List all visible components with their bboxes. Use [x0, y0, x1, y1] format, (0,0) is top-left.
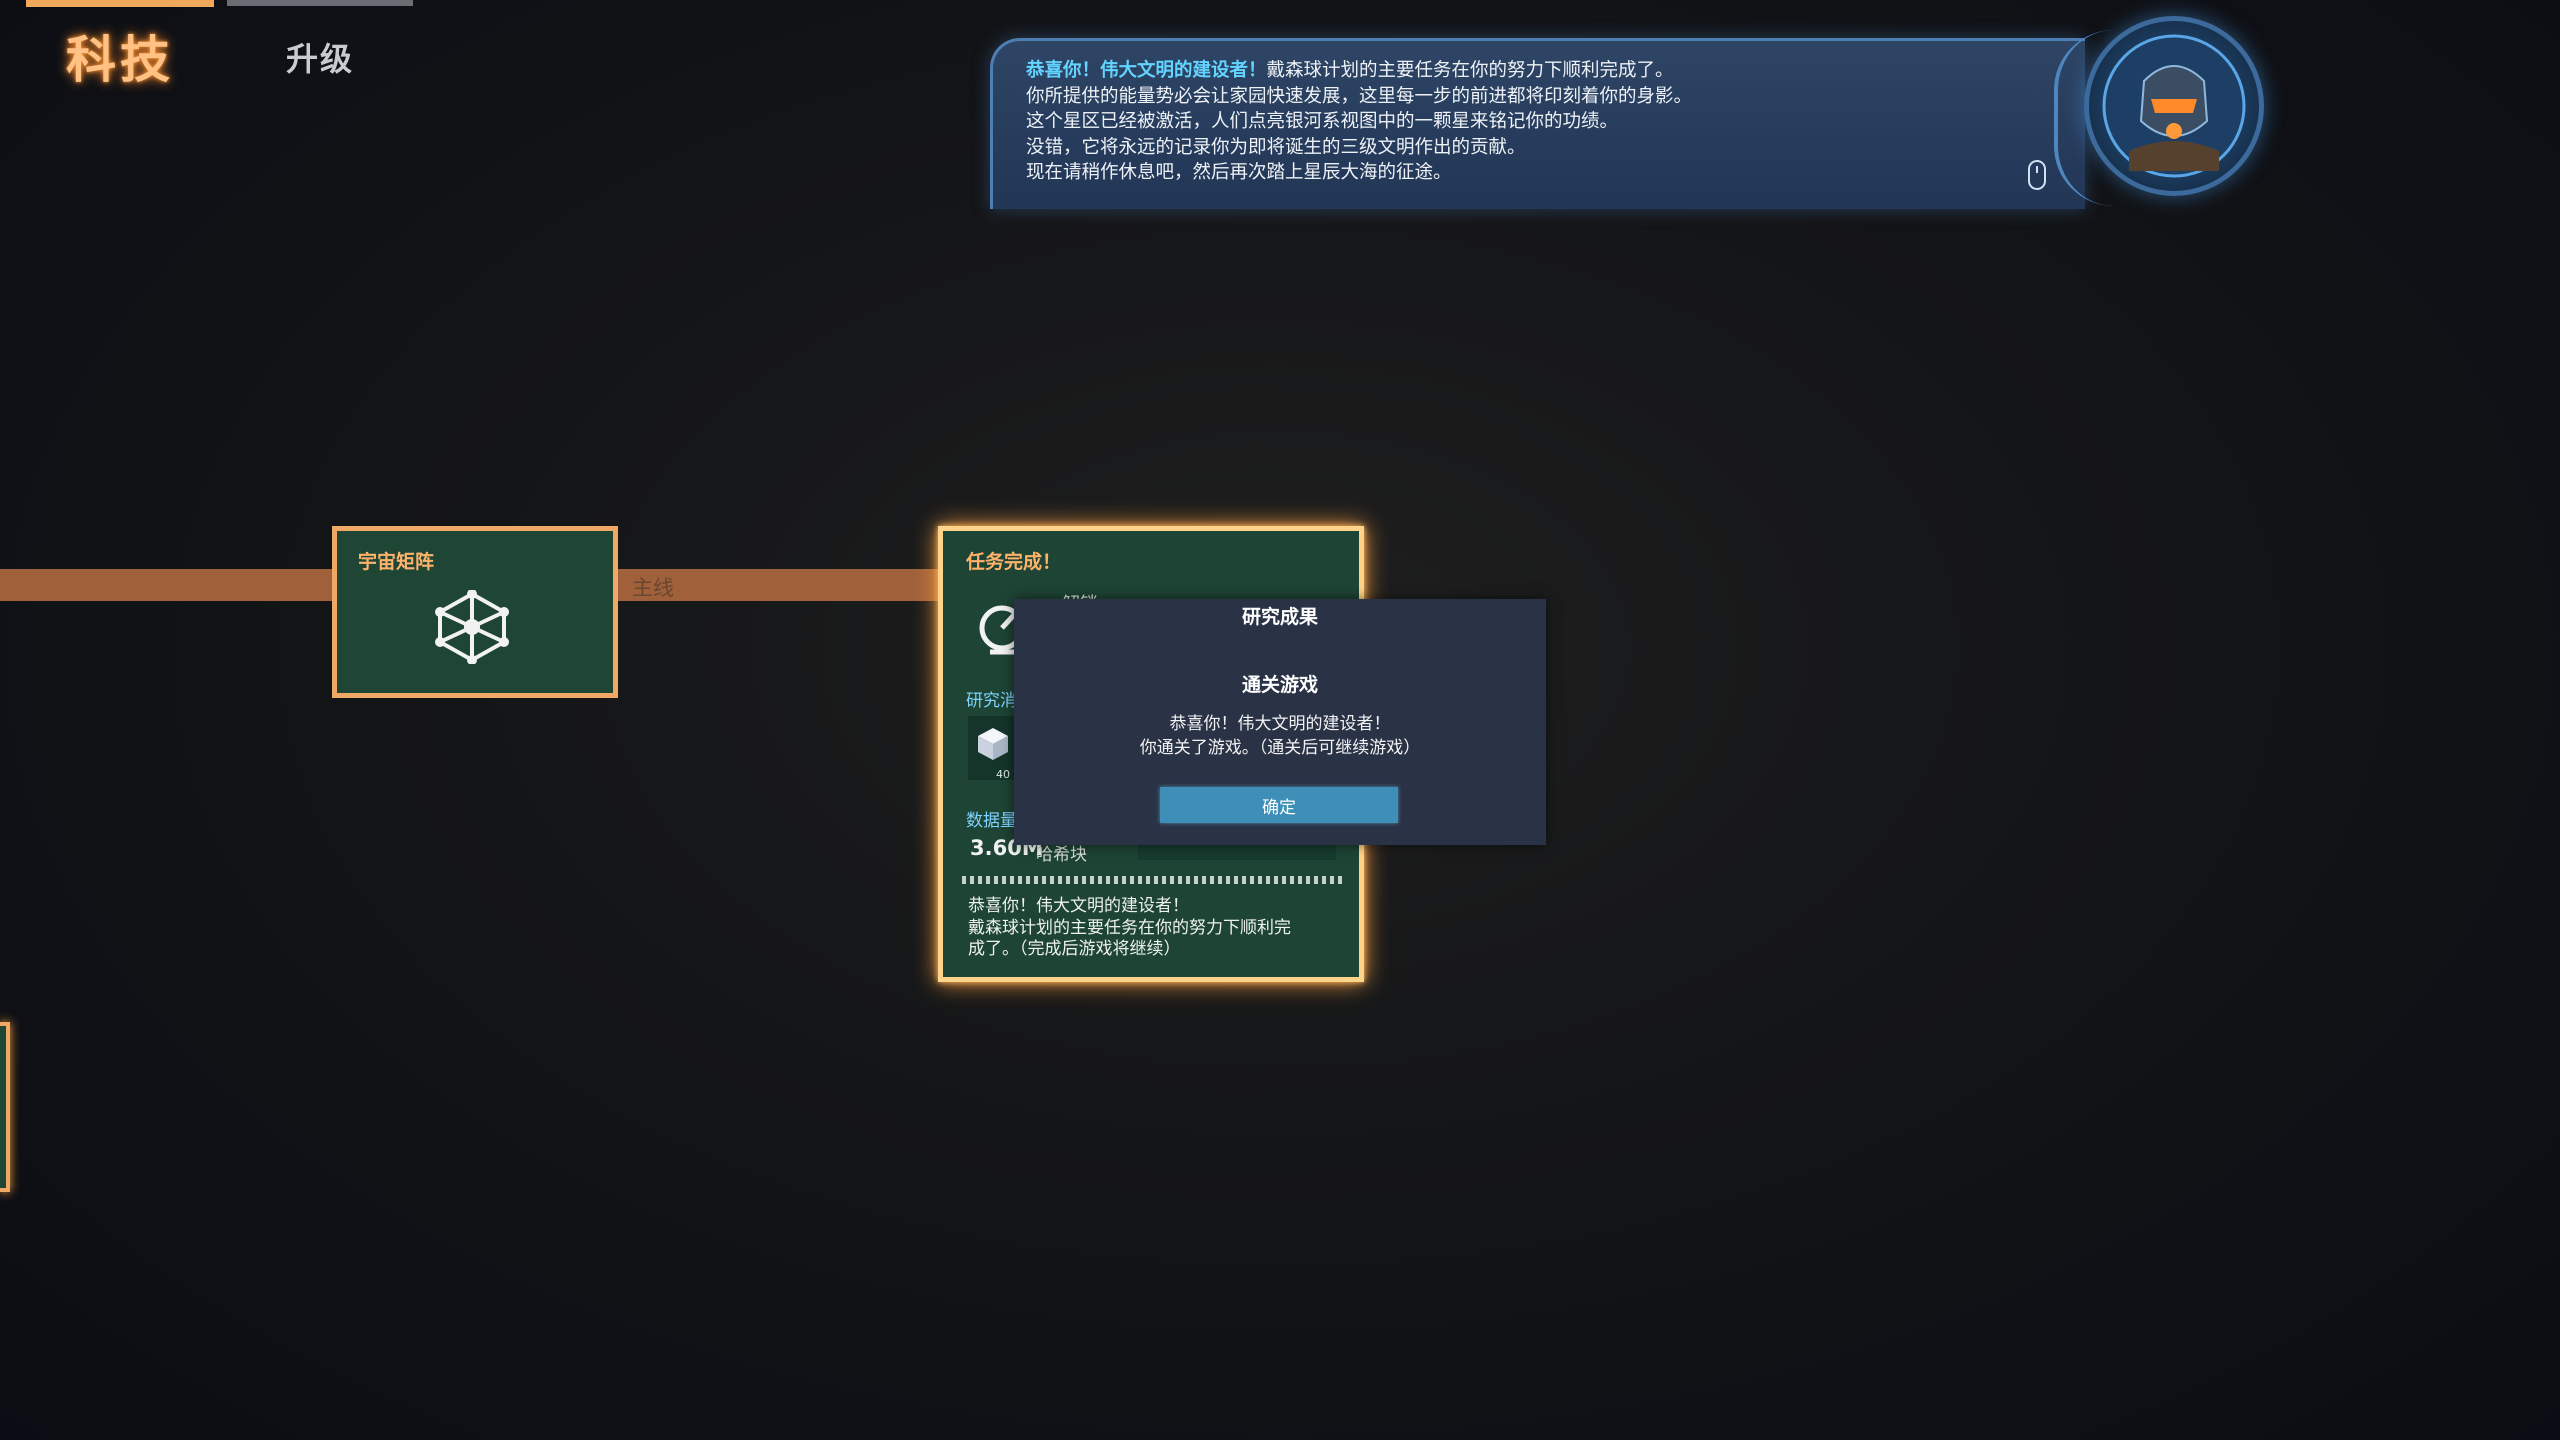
narration-line5: 现在请稍作休息吧，然后再次踏上星辰大海的征途。 [1026, 162, 1452, 183]
modal-title: 研究成果 [1241, 606, 1318, 628]
robot-avatar-icon [2084, 16, 2264, 196]
narration-line2: 你所提供的能量势必会让家园快速发展，这里每一步的前进都将印刻着你的身影。 [1026, 85, 1693, 107]
narration-highlight: 恭喜你！伟大文明的建设者！ [1026, 60, 1267, 81]
confirm-button[interactable]: 确定 [1160, 787, 1398, 823]
portrait-frame-arc [2054, 30, 2128, 206]
research-item-count: 40 [996, 768, 1010, 781]
tech-node-title: 宇宙矩阵 [358, 551, 435, 573]
narration-line3: 这个星区已经被激活，人们点亮银河系视图中的一颗星来铭记你的功绩。 [1026, 111, 1619, 132]
mouse-click-icon [2028, 160, 2046, 190]
modal-message-line1: 恭喜你！伟大文明的建设者！ [1169, 714, 1391, 734]
data-amount-label: 数据量 [966, 811, 1017, 831]
divider [962, 876, 1344, 884]
cube-icon [976, 726, 1010, 762]
modal-subtitle: 通关游戏 [1241, 674, 1318, 696]
tab-tech[interactable]: 科技 [66, 31, 174, 89]
mission-desc-line3: 成了。（完成后游戏将继续） [968, 939, 1181, 959]
narration-line4: 没错，它将永远的记录你为即将诞生的三级文明作出的贡献。 [1026, 136, 1526, 158]
mission-description: 恭喜你！伟大文明的建设者！ 戴森球计划的主要任务在你的努力下顺利完 成了。（完成… [968, 896, 1340, 961]
research-cost-label: 研究消 [966, 691, 1017, 711]
hexagon-network-icon [432, 589, 512, 665]
data-amount-unit: 哈希块 [1036, 845, 1087, 865]
modal-message-line2: 你通关了游戏。（通关后可继续游戏） [1139, 738, 1421, 758]
narration-line1: 戴森球计划的主要任务在你的努力下顺利完成了。 [1266, 60, 1674, 81]
tab-upgrade-indicator [227, 0, 413, 6]
narration-text: 恭喜你！伟大文明的建设者！戴森球计划的主要任务在你的努力下顺利完成了。 你所提供… [1026, 58, 2026, 186]
mission-title: 任务完成！ [966, 551, 1062, 573]
narration-dialog[interactable] [990, 38, 2085, 209]
mainline-label: 主线 [632, 576, 674, 600]
tab-tech-indicator [26, 0, 214, 7]
tab-upgrade[interactable]: 升级 [286, 40, 355, 78]
mission-desc-line2: 戴森球计划的主要任务在你的努力下顺利完 [968, 917, 1291, 938]
mission-desc-line1: 恭喜你！伟大文明的建设者！ [968, 896, 1189, 916]
offscreen-tech-node[interactable] [0, 1022, 10, 1192]
tech-node-universe-matrix[interactable] [332, 526, 618, 698]
